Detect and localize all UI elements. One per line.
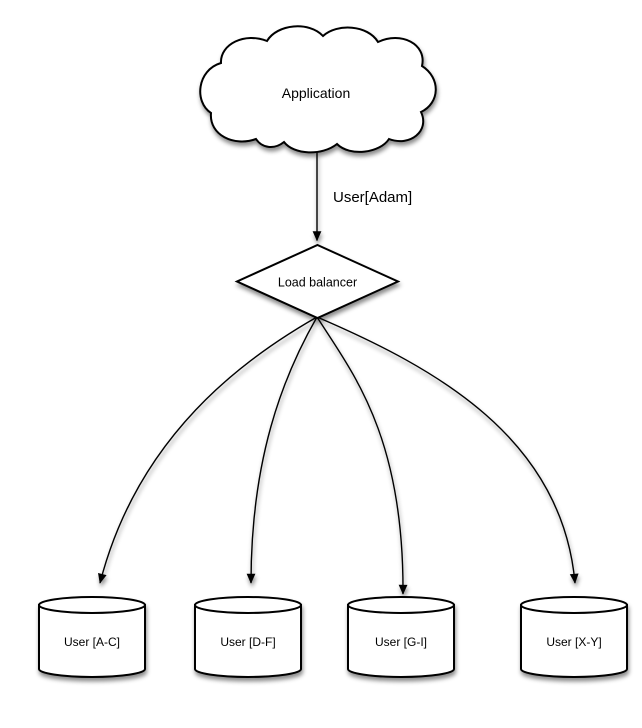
edge-load-balancer-to-database-x-y (316, 316, 579, 584)
edge-load-balancer-to-database-a-c (98, 316, 318, 584)
cylinder-top (520, 596, 628, 614)
database-node-x-y (520, 596, 628, 678)
application-node-label: Application (282, 85, 351, 101)
database-g-i-label: User [G-I] (375, 635, 427, 649)
cylinder-body (520, 604, 628, 678)
cylinder-top (347, 596, 455, 614)
database-node-a-c (38, 596, 146, 678)
database-x-y-label: User [X-Y] (546, 635, 601, 649)
cylinder-top (194, 596, 302, 614)
load-balancer-node-diamond-shape (234, 243, 401, 320)
database-d-f-label: User [D-F] (220, 635, 275, 649)
cylinder-top (38, 596, 146, 614)
load-balancer-node-label: Load balancer (278, 276, 357, 290)
cylinder-body (194, 604, 302, 678)
cylinder-body (38, 604, 146, 678)
edge-user-adam-label: User[Adam] (333, 189, 412, 206)
edge-load-balancer-to-database-d-f (246, 316, 318, 584)
database-a-c-label: User [A-C] (64, 635, 120, 649)
application-node-cloud-shape (199, 25, 437, 154)
edge-load-balancer-to-database-g-i (316, 316, 408, 595)
database-node-d-f (194, 596, 302, 678)
database-node-g-i (347, 596, 455, 678)
cylinder-body (347, 604, 455, 678)
